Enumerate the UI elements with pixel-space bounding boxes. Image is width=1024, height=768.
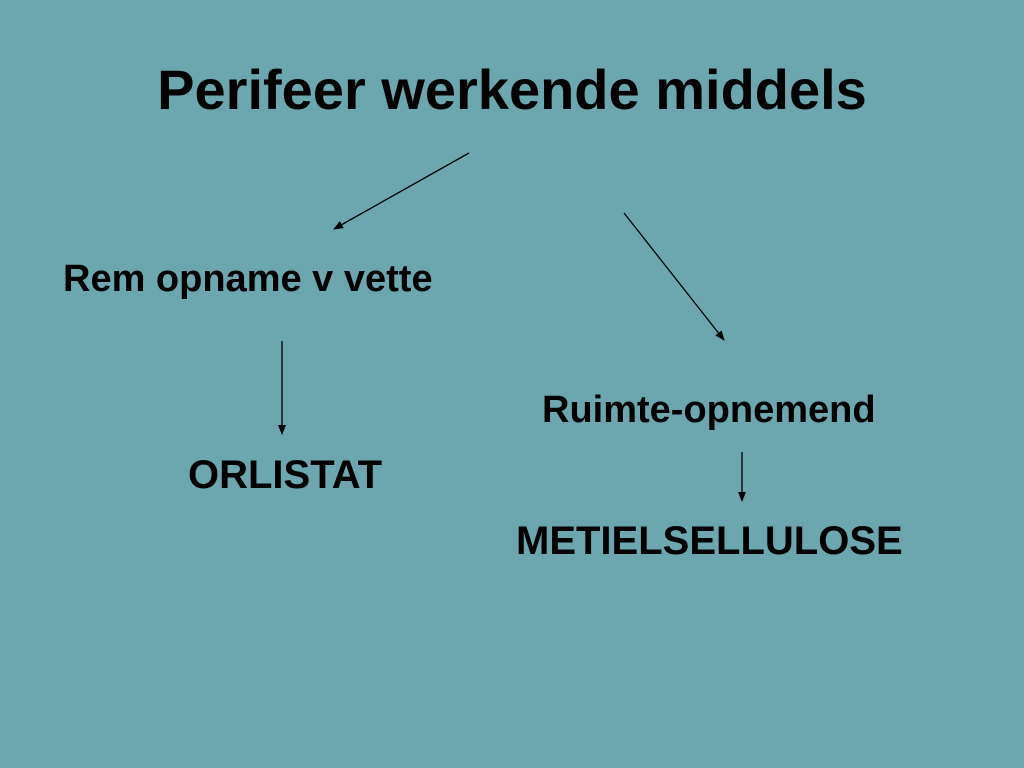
metielsellulose-label: METIELSELLULOSE [516,519,903,563]
slide-title: Perifeer werkende middels [157,58,867,121]
arrow-title-to-left-branch [333,152,470,230]
orlistat-label: ORLISTAT [188,453,383,497]
left-branch-label: Rem opname v vette [63,258,433,300]
arrow-title-to-right-branch [623,212,725,341]
right-branch-label: Ruimte-opnemend [542,389,876,431]
